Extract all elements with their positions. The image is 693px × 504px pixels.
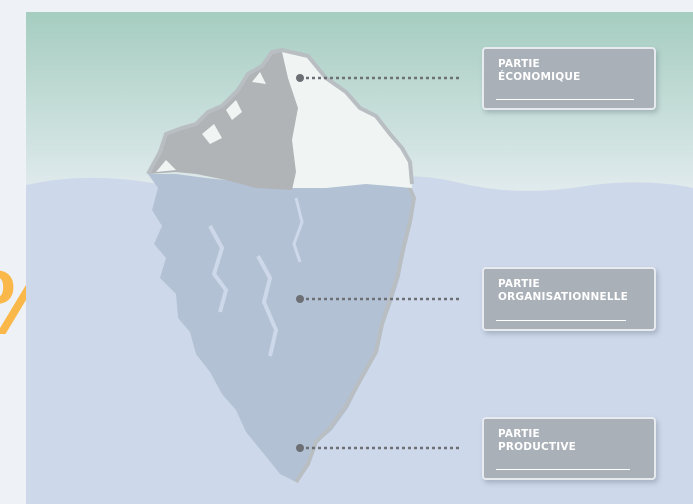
iceberg-highlight <box>202 124 222 144</box>
label-partie-economique-text: PARTIE ÉCONOMIQUE <box>498 58 581 83</box>
label-partie-organisationnelle-text: PARTIE ORGANISATIONNELLE <box>498 278 629 303</box>
iceberg-tip-outline <box>146 48 414 185</box>
label-underline <box>496 320 626 321</box>
iceberg-highlight <box>156 160 176 172</box>
iceberg-scene <box>26 12 693 504</box>
connector-dot-economique <box>296 74 304 82</box>
iceberg-fissure <box>292 197 304 263</box>
iceberg-fissure <box>256 255 279 357</box>
iceberg-underwater-outline <box>294 183 416 484</box>
connector-dot-organisationnelle <box>296 295 304 303</box>
iceberg-tip-light <box>282 52 412 188</box>
label-partie-economique: PARTIE ÉCONOMIQUE <box>482 47 656 110</box>
iceberg-fissure <box>208 225 229 313</box>
connector-dot-productive <box>296 444 304 452</box>
iceberg-illustration <box>26 12 693 504</box>
label-partie-productive: PARTIE PRODUCTIVE <box>482 417 656 480</box>
label-underline <box>496 469 630 470</box>
label-underline <box>496 99 634 100</box>
label-partie-organisationnelle: PARTIE ORGANISATIONNELLE <box>482 267 656 331</box>
iceberg-highlight <box>226 100 242 120</box>
label-partie-productive-text: PARTIE PRODUCTIVE <box>498 428 577 453</box>
iceberg-highlight <box>252 72 266 84</box>
iceberg-tip-shade <box>148 52 298 190</box>
